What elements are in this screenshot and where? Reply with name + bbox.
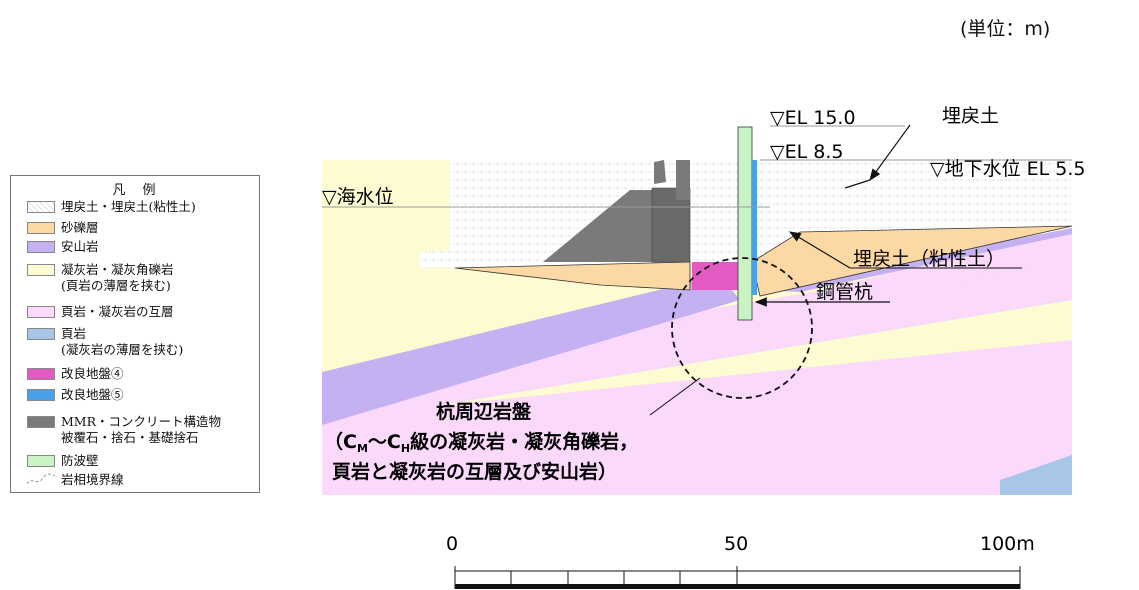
legend-swatch <box>27 389 55 401</box>
rock-label-2: （CM～CH級の凝灰岩・凝灰角礫岩， <box>324 430 638 455</box>
legend-swatch <box>27 264 55 276</box>
legend-swatch <box>27 455 55 467</box>
clay-backfill <box>751 225 1073 297</box>
umemodoshi-arrow <box>869 124 911 181</box>
concrete-upper <box>676 160 690 200</box>
improved-ground-4 <box>692 262 740 290</box>
legend-item-shale: 頁岩 (凝灰岩の薄層を挟む) <box>27 326 183 358</box>
rock-label-3: 頁岩と凝灰岩の互層及び安山岩） <box>332 460 617 483</box>
legend-label: 防波壁 <box>61 453 99 468</box>
rock-label-2a: （C <box>324 430 357 453</box>
legend-label: 埋戻土・埋戻土(粘性土) <box>61 199 196 214</box>
legend-item-seawall: 防波壁 <box>27 453 99 469</box>
clay-label: 埋戻土（粘性土） <box>853 248 1005 270</box>
shale-layer <box>1000 455 1072 495</box>
legend-item-improved5: 改良地盤⑤ <box>27 387 124 403</box>
legend-swatch <box>27 306 55 318</box>
gravel-layer-left <box>454 261 691 291</box>
scale-tick-0: 0 <box>446 533 458 555</box>
legend-title: 凡 例 <box>112 183 158 198</box>
legend-item-mmr: MMR・コンクリート構造物 被覆石・捨石・基礎捨石 <box>27 414 221 446</box>
scale-tick-100: 100m <box>980 533 1035 555</box>
legend-item-improved4: 改良地盤④ <box>27 366 124 382</box>
scale-tick-50: 50 <box>724 533 748 555</box>
andesite-layer <box>322 275 740 425</box>
legend-sublabel: (凝灰岩の薄層を挟む) <box>61 342 184 357</box>
sea-level-label: ▽海水位 <box>322 186 394 208</box>
legend: 凡 例 埋戻土・埋戻土(粘性土) 砂礫層 安山岩 凝灰岩・凝灰角礫岩 (頁岩の薄… <box>10 175 260 493</box>
legend-item-andesite: 安山岩 <box>27 239 99 255</box>
legend-label: 改良地盤⑤ <box>61 387 124 402</box>
legend-item-backfill: 埋戻土・埋戻土(粘性土) <box>27 199 196 215</box>
legend-item-tuff: 凝灰岩・凝灰角礫岩 (頁岩の薄層を挟む) <box>27 262 174 294</box>
legend-item-gravel: 砂礫層 <box>27 220 99 236</box>
pile-label: 鋼管杭 <box>816 281 873 303</box>
legend-label: 頁岩 <box>61 326 87 341</box>
legend-sublabel: (頁岩の薄層を挟む) <box>61 278 171 293</box>
legend-label: 岩相境界線 <box>61 472 124 487</box>
backfill-label: 埋戻土 <box>942 105 999 127</box>
legend-label: 凝灰岩・凝灰角礫岩 <box>61 262 174 277</box>
concrete-crest <box>654 160 666 184</box>
clay-arrow <box>788 231 851 269</box>
el85-label: ▽EL 8.5 <box>770 141 843 163</box>
rock-label-2c: 級の凝灰岩・凝灰角礫岩， <box>410 430 638 453</box>
legend-swatch <box>27 368 55 380</box>
improved-ground-5 <box>752 160 757 295</box>
rock-label-2-sub2: H <box>401 442 410 455</box>
legend-label: 改良地盤④ <box>61 366 124 381</box>
legend-swatch <box>27 201 55 213</box>
legend-swatch <box>27 416 55 428</box>
legend-swatch <box>27 241 55 253</box>
unit-label: (単位：m) <box>960 18 1051 40</box>
rock-label-1: 杭周辺岩盤 <box>436 400 532 423</box>
alternation-layer-bottom <box>322 340 1072 495</box>
groundwater-label: ▽地下水位 EL 5.5 <box>930 158 1086 180</box>
legend-label: 砂礫層 <box>61 220 99 235</box>
umemodoshi-leader <box>844 179 871 189</box>
legend-swatch <box>27 328 55 340</box>
rock-label-2b: ～C <box>368 431 401 453</box>
seawall <box>737 126 753 321</box>
rock-leader <box>649 377 701 416</box>
legend-sublabel: 被覆石・捨石・基礎捨石 <box>61 430 199 445</box>
legend-item-alternation: 頁岩・凝灰岩の互層 <box>27 304 174 320</box>
boundary-line-icon <box>27 473 55 485</box>
legend-label: 頁岩・凝灰岩の互層 <box>61 304 174 319</box>
legend-label: 安山岩 <box>61 239 99 254</box>
legend-item-boundary: 岩相境界線 <box>27 472 124 488</box>
pile-surrounding-circle <box>671 257 813 399</box>
scale-bar: 0 50 100m <box>446 533 1035 589</box>
el150-label: ▽EL 15.0 <box>770 107 856 129</box>
rock-label-2-sub1: M <box>357 442 368 455</box>
legend-swatch <box>27 222 55 234</box>
legend-label: MMR・コンクリート構造物 <box>61 414 222 429</box>
